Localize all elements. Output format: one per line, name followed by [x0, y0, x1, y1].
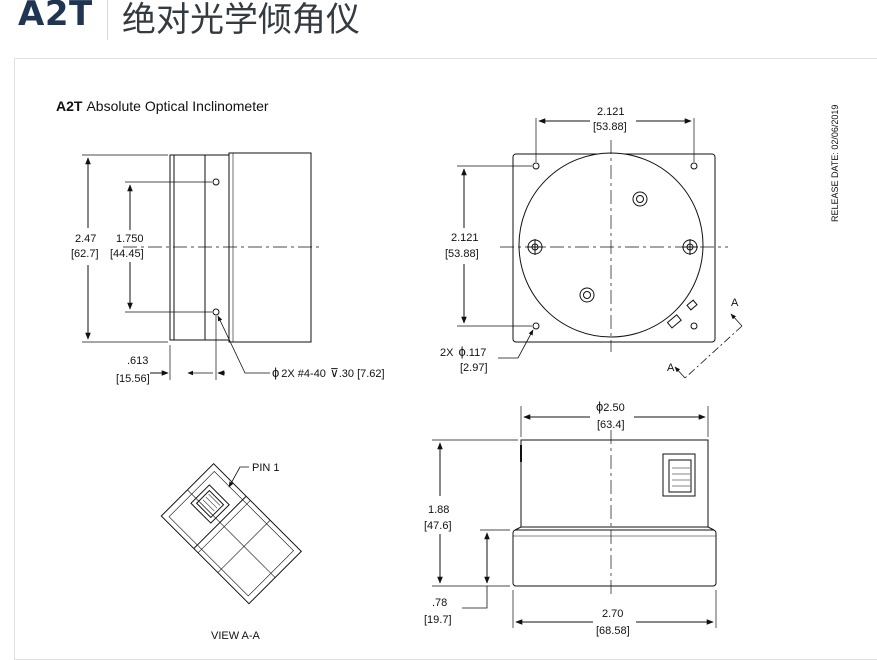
- dim-body-height-in: 1.88: [428, 504, 449, 516]
- dim-depth-in: .613: [127, 355, 148, 367]
- dim-width-in: 2.121: [597, 106, 625, 118]
- dim-base-width-mm: [68.58]: [596, 625, 630, 637]
- front-view: [457, 118, 743, 379]
- front-hole-mm: [2.97]: [460, 362, 488, 374]
- side-view: [82, 152, 320, 380]
- bottom-dimensions: ϕ2.50 [63.4] 1.88 [47.6] .78 [19.7] 2.70…: [424, 399, 630, 637]
- drawing-frame: [14, 58, 877, 660]
- model-name: A2T: [18, 0, 93, 34]
- dim-front-height-mm: [53.88]: [445, 248, 479, 260]
- release-date: RELEASE DATE: 02/06/2019: [830, 105, 840, 222]
- dim-base-in: .78: [432, 597, 447, 609]
- dim-body-height-mm: [47.6]: [424, 520, 452, 532]
- product-title: 绝对光学倾角仪: [122, 0, 360, 40]
- dim-front-height-in: 2.121: [451, 232, 479, 244]
- dim-hole-mm: [44.45]: [110, 248, 144, 260]
- bottom-view: [432, 406, 717, 628]
- view-a-a: [160, 462, 303, 605]
- dim-diameter-in: ϕ2.50: [596, 399, 625, 414]
- dim-diameter-mm: [63.4]: [597, 419, 625, 431]
- dim-height-mm: [62.7]: [71, 248, 99, 260]
- page-header: A2T 绝对光学倾角仪: [0, 0, 877, 44]
- dim-hole-in: 1.750: [116, 233, 144, 245]
- section-label-a1: A: [731, 297, 739, 309]
- pin-label: PIN 1: [252, 462, 280, 474]
- side-dimensions: 2.47 [62.7] 1.750 [44.45] .613 [15.56] ϕ…: [71, 233, 385, 385]
- dim-base-mm: [19.7]: [424, 614, 452, 626]
- header-separator: [107, 0, 108, 40]
- dim-width-mm: [53.88]: [593, 121, 627, 133]
- view-caption: VIEW A-A: [211, 630, 261, 642]
- dim-depth-mm: [15.56]: [116, 373, 150, 385]
- section-label-a2: A: [667, 362, 675, 374]
- dim-base-width-in: 2.70: [602, 608, 623, 620]
- dim-height-in: 2.47: [75, 233, 96, 245]
